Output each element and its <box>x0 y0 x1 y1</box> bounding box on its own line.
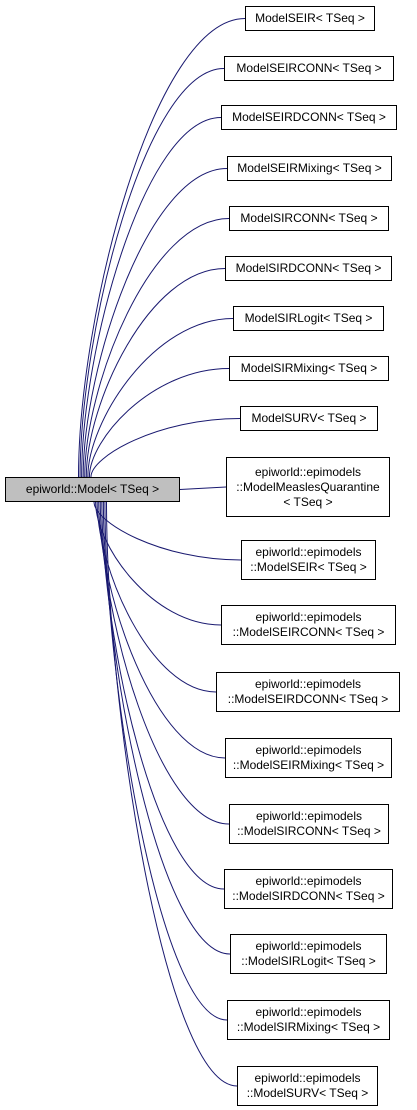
node-label-line-1: epiworld::epimodels <box>255 874 362 888</box>
derived-class-node-modelsurv[interactable]: ModelSURV< TSeq > <box>240 406 378 431</box>
inheritance-edge <box>102 502 225 890</box>
node-label: ModelSIRCONN< TSeq > <box>240 211 378 225</box>
node-label-line-2: ::ModelSEIRMixing< TSeq > <box>232 758 385 772</box>
node-label-line-3: < TSeq > <box>283 494 333 509</box>
node-label: ModelSEIRMixing< TSeq > <box>237 161 382 175</box>
inheritance-edge <box>100 502 230 825</box>
node-label-line-2: ::ModelSIRDCONN< TSeq > <box>232 889 385 903</box>
derived-class-node-epimodels-modelseirdconn[interactable]: epiworld::epimodels ::ModelSEIRDCONN< TS… <box>216 672 400 712</box>
node-label: ModelSIRMixing< TSeq > <box>240 361 378 375</box>
inheritance-edge <box>82 117 222 478</box>
derived-class-node-epimodels-modelsurv[interactable]: epiworld::epimodels ::ModelSURV< TSeq > <box>237 1066 378 1106</box>
node-label: ModelSURV< TSeq > <box>251 411 367 425</box>
inheritance-edge <box>105 502 228 1021</box>
inheritance-edge <box>89 368 230 478</box>
inheritance-edge <box>79 18 246 478</box>
node-label-line-1: epiworld::epimodels <box>255 743 362 757</box>
derived-class-node-epimodels-modelseirmixing[interactable]: epiworld::epimodels ::ModelSEIRMixing< T… <box>225 738 392 778</box>
inheritance-edge <box>96 502 222 626</box>
root-class-node-epiworld-model: epiworld::Model< TSeq > <box>5 477 180 502</box>
node-label-line-2: ::ModelSEIRDCONN< TSeq > <box>227 692 389 706</box>
node-label-line-2: ::ModelSIRLogit< TSeq > <box>241 954 376 968</box>
node-label-line-2: ::ModelMeaslesQuarantine <box>236 479 380 494</box>
node-label: ModelSIRDCONN< TSeq > <box>235 261 382 275</box>
node-label-line-1: epiworld::epimodels <box>255 610 362 624</box>
node-label: ModelSEIR< TSeq > <box>255 11 365 25</box>
inheritance-edge <box>86 268 226 478</box>
derived-class-node-modelseirconn[interactable]: ModelSEIRCONN< TSeq > <box>224 56 394 81</box>
inheritance-edge <box>85 218 230 478</box>
node-label-line-1: epiworld::epimodels <box>255 545 362 559</box>
node-label-line-2: ::ModelSURV< TSeq > <box>246 1086 369 1100</box>
node-label-line-1: epiworld::epimodels <box>255 1005 362 1019</box>
derived-class-node-epimodels-modelmeaslesquarantine[interactable]: epiworld::epimodels ::ModelMeaslesQuaran… <box>226 457 390 517</box>
inheritance-edge <box>91 418 241 478</box>
node-label: ModelSEIRDCONN< TSeq > <box>232 110 386 124</box>
derived-class-node-modelseirdconn[interactable]: ModelSEIRDCONN< TSeq > <box>221 105 397 130</box>
inheritance-edge <box>103 502 231 955</box>
derived-class-node-epimodels-modelsirdconn[interactable]: epiworld::epimodels ::ModelSIRDCONN< TSe… <box>224 869 393 909</box>
derived-class-node-modelsirconn[interactable]: ModelSIRCONN< TSeq > <box>229 206 389 231</box>
node-label-line-1: epiworld::epimodels <box>255 809 363 823</box>
node-label-line-1: epiworld::epimodels <box>255 939 362 953</box>
node-label-line-1: epiworld::epimodels <box>254 677 362 691</box>
node-label-line-2: ::ModelSIRMixing< TSeq > <box>236 1020 381 1034</box>
node-label: ModelSEIRCONN< TSeq > <box>236 61 382 75</box>
inheritance-edge <box>80 68 225 478</box>
derived-class-node-epimodels-modelsirlogit[interactable]: epiworld::epimodels ::ModelSIRLogit< TSe… <box>230 934 387 974</box>
derived-class-node-modelseirmixing[interactable]: ModelSEIRMixing< TSeq > <box>227 156 392 181</box>
derived-class-node-epimodels-modelsirconn[interactable]: epiworld::epimodels ::ModelSIRCONN< TSeq… <box>229 804 389 844</box>
derived-class-node-modelsirmixing[interactable]: ModelSIRMixing< TSeq > <box>229 356 389 381</box>
node-label-line-2: ::ModelSIRCONN< TSeq > <box>237 824 381 838</box>
derived-class-node-epimodels-modelsirmixing[interactable]: epiworld::epimodels ::ModelSIRMixing< TS… <box>227 1000 390 1040</box>
inheritance-edge <box>88 318 234 478</box>
inheritance-edge <box>83 168 228 478</box>
node-label: ModelSIRLogit< TSeq > <box>244 311 373 325</box>
inheritance-edge <box>99 502 226 759</box>
derived-class-node-modelseir[interactable]: ModelSEIR< TSeq > <box>245 6 375 31</box>
derived-class-node-epimodels-modelseirconn[interactable]: epiworld::epimodels ::ModelSEIRCONN< TSe… <box>221 605 396 645</box>
root-class-label: epiworld::Model< TSeq > <box>25 482 160 496</box>
inheritance-edge <box>180 487 227 490</box>
inheritance-edge <box>107 502 238 1087</box>
node-label-line-1: epiworld::epimodels <box>254 1071 361 1085</box>
derived-class-node-modelsirlogit[interactable]: ModelSIRLogit< TSeq > <box>233 306 384 331</box>
derived-class-node-epimodels-modelseir[interactable]: epiworld::epimodels ::ModelSEIR< TSeq > <box>241 540 376 580</box>
node-label-line-2: ::ModelSEIR< TSeq > <box>250 560 367 574</box>
node-label-line-1: epiworld::epimodels <box>254 464 362 479</box>
inheritance-edge <box>94 502 242 561</box>
node-label-line-2: ::ModelSEIRCONN< TSeq > <box>232 625 385 639</box>
derived-class-node-modelsirdconn[interactable]: ModelSIRDCONN< TSeq > <box>225 256 392 281</box>
